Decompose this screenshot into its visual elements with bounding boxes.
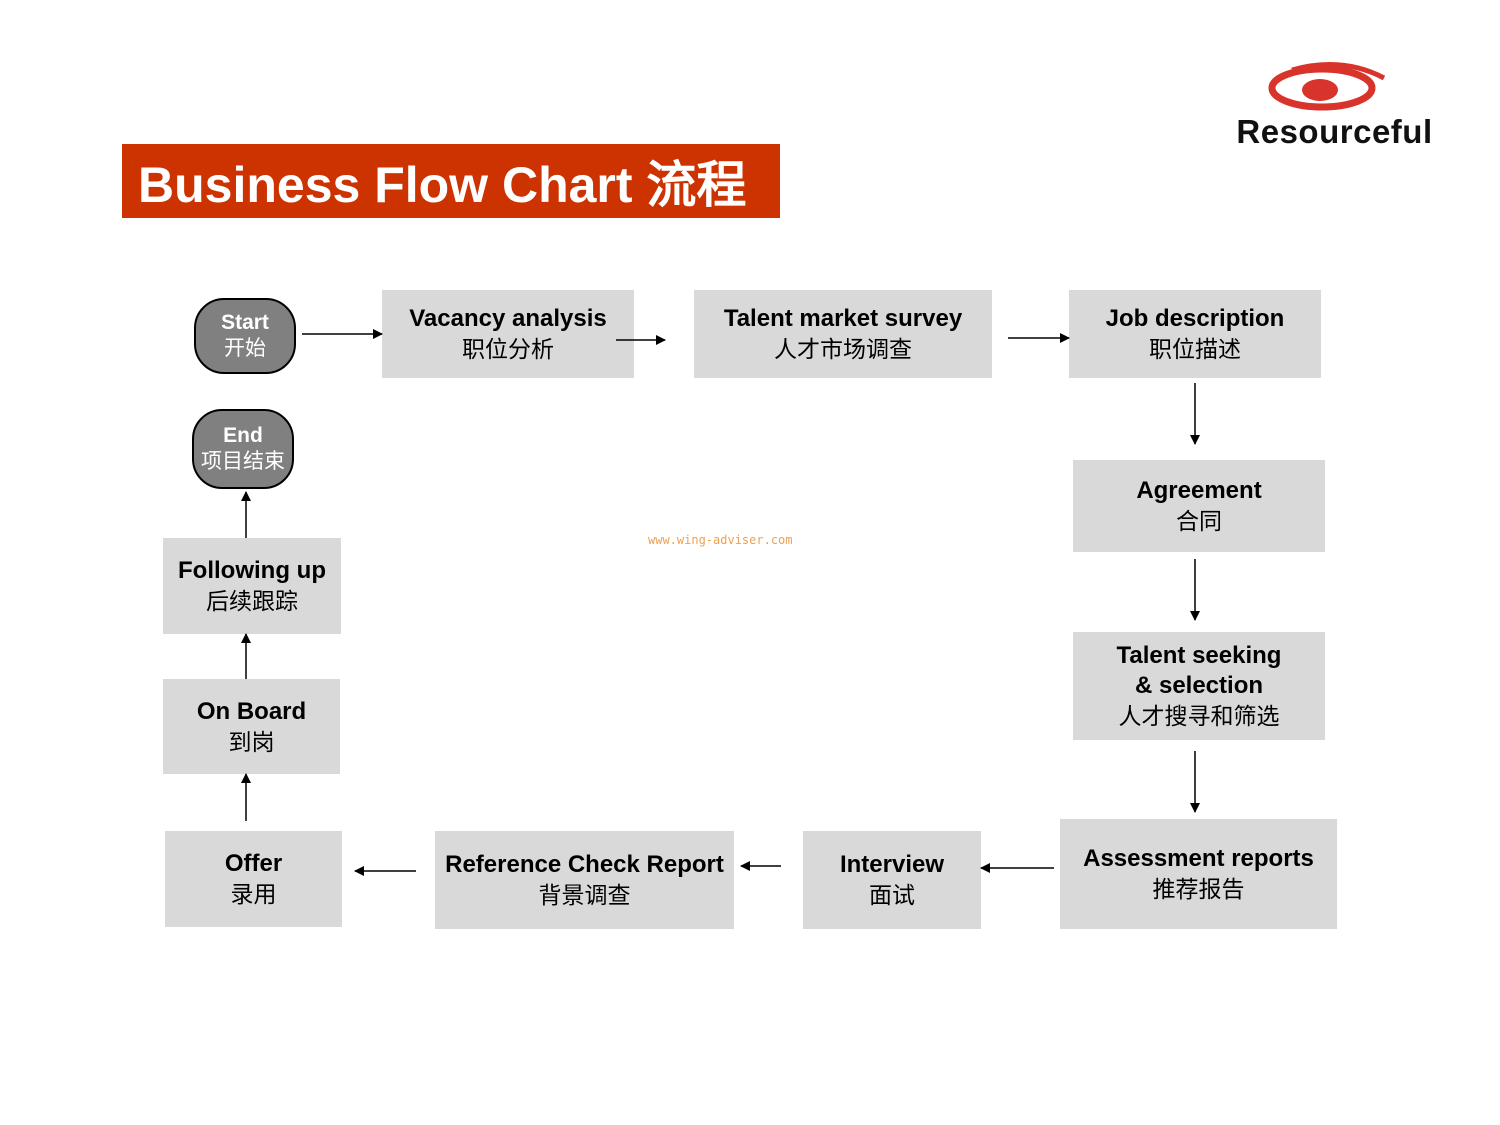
seeking-label-1: Talent seeking [1116, 642, 1282, 669]
vacancy-label-zh: 职位分析 [462, 336, 554, 362]
following-up-box: Following up 后续跟踪 [163, 538, 341, 634]
vacancy-analysis-box: Vacancy analysis 职位分析 [382, 290, 634, 378]
talent-market-survey-box: Talent market survey 人才市场调查 [694, 290, 992, 378]
agreement-label-zh: 合同 [1176, 508, 1222, 534]
reference-label-zh: 背景调查 [538, 882, 631, 908]
agreement-label: Agreement [1136, 477, 1262, 504]
watermark: www.wing-adviser.com [648, 533, 793, 547]
onboard-label: On Board [196, 697, 307, 725]
market-label-zh: 人才市场调查 [774, 336, 912, 362]
jd-label: Job description [1105, 305, 1285, 332]
agreement-box: Agreement 合同 [1073, 460, 1325, 552]
vacancy-label: Vacancy analysis [409, 305, 607, 332]
end-label-zh: 项目结束 [201, 450, 285, 473]
interview-label: Interview [839, 851, 945, 878]
job-description-box: Job description 职位描述 [1069, 290, 1321, 378]
offer-label: Offer [224, 850, 283, 877]
offer-box: Offer 录用 [165, 831, 342, 927]
interview-label-zh: 面试 [869, 882, 915, 908]
end-node: End 项目结束 [192, 409, 294, 489]
assessment-label-zh: 推荐报告 [1152, 876, 1245, 902]
resourceful-logo-icon [1268, 62, 1386, 111]
talent-seeking-box: Talent seeking & selection 人才搜寻和筛选 [1073, 632, 1325, 740]
reference-check-box: Reference Check Report 背景调查 [435, 831, 734, 929]
seeking-label-2: & selection [1134, 672, 1264, 699]
interview-box: Interview 面试 [803, 831, 981, 929]
market-label: Talent market survey [723, 305, 963, 332]
on-board-box: On Board 到岗 [163, 679, 340, 774]
onboard-label-zh: 到岗 [228, 728, 275, 755]
offer-label-zh: 录用 [230, 881, 277, 907]
reference-label: Reference Check Report [445, 851, 724, 878]
assessment-reports-box: Assessment reports 推荐报告 [1060, 819, 1337, 929]
following-label-zh: 后续跟踪 [206, 588, 298, 614]
assessment-label: Assessment reports [1083, 845, 1314, 872]
logo: Resourceful [1222, 58, 1447, 158]
start-label: Start [221, 311, 269, 334]
start-label-zh: 开始 [224, 337, 266, 360]
logo-text: Resourceful [1236, 113, 1433, 150]
following-label: Following up [178, 557, 326, 584]
end-label: End [223, 424, 263, 447]
start-node: Start 开始 [194, 298, 296, 374]
page-title: Business Flow Chart 流程 [122, 144, 780, 218]
seeking-label-zh: 人才搜寻和筛选 [1118, 703, 1280, 729]
jd-label-zh: 职位描述 [1149, 336, 1241, 362]
